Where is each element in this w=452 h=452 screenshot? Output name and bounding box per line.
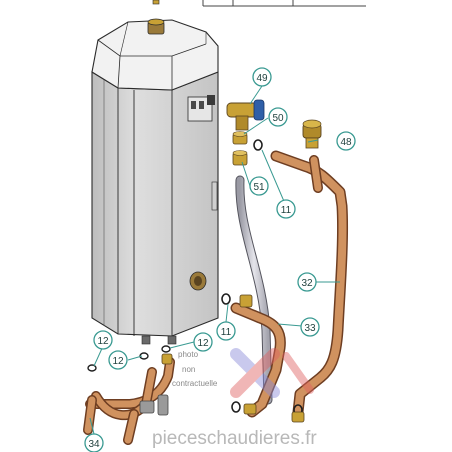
gasket-ring bbox=[221, 293, 231, 305]
svg-text:11: 11 bbox=[221, 327, 232, 338]
callout-32: 32 bbox=[297, 272, 317, 292]
fitting-48 bbox=[302, 119, 322, 149]
svg-text:contractuelle: contractuelle bbox=[172, 379, 218, 388]
svg-text:33: 33 bbox=[304, 323, 316, 334]
callout-11: 11 bbox=[216, 321, 236, 341]
svg-text:50: 50 bbox=[272, 113, 284, 124]
pipe-nut bbox=[291, 411, 305, 423]
copper-pipe-32 bbox=[270, 150, 349, 418]
svg-text:non: non bbox=[182, 365, 195, 374]
callout-11: 11 bbox=[276, 199, 296, 219]
tank-lid bbox=[91, 19, 219, 91]
callout-51: 51 bbox=[249, 176, 269, 196]
svg-text:12: 12 bbox=[112, 356, 124, 367]
fitting-51-nut bbox=[232, 150, 248, 166]
pipe-nut bbox=[139, 400, 155, 414]
parts-table-fragment bbox=[202, 0, 366, 7]
copper-pipe-33 bbox=[230, 302, 286, 418]
svg-text:12: 12 bbox=[197, 338, 209, 349]
pipe-nut bbox=[161, 353, 173, 365]
safety-valve-49 bbox=[226, 99, 265, 131]
gasket-ring bbox=[231, 401, 241, 413]
pipe-nut bbox=[239, 294, 253, 308]
svg-text:12: 12 bbox=[97, 336, 109, 347]
svg-text:49: 49 bbox=[256, 73, 268, 84]
svg-text:photo: photo bbox=[178, 350, 199, 359]
callout-48: 48 bbox=[336, 131, 356, 151]
callout-33: 33 bbox=[300, 317, 320, 337]
svg-text:32: 32 bbox=[301, 278, 313, 289]
gasket-ring bbox=[87, 364, 97, 372]
svg-text:11: 11 bbox=[281, 205, 292, 216]
leader-lines bbox=[89, 85, 340, 435]
svg-text:48: 48 bbox=[340, 137, 352, 148]
callout-12: 12 bbox=[108, 350, 128, 370]
callout-12: 12 bbox=[193, 332, 213, 352]
watermark-text: pieceschaudieres.fr bbox=[152, 428, 317, 449]
pipe-nut bbox=[157, 394, 169, 416]
pipe-nut bbox=[243, 403, 257, 415]
photo-disclaimer: photo non contractuelle bbox=[172, 350, 218, 388]
gasket-ring bbox=[253, 139, 263, 151]
callout-50: 50 bbox=[268, 107, 288, 127]
gasket-ring bbox=[139, 352, 149, 360]
callout-34: 34 bbox=[84, 433, 104, 452]
svg-text:34: 34 bbox=[88, 439, 100, 450]
callout-12: 12 bbox=[93, 330, 113, 350]
nut-50 bbox=[232, 131, 248, 145]
water-heater-tank bbox=[91, 0, 219, 345]
svg-text:51: 51 bbox=[253, 182, 265, 193]
watermark-logo bbox=[230, 348, 314, 398]
callout-49: 49 bbox=[252, 67, 272, 87]
gasket-ring bbox=[161, 345, 171, 353]
